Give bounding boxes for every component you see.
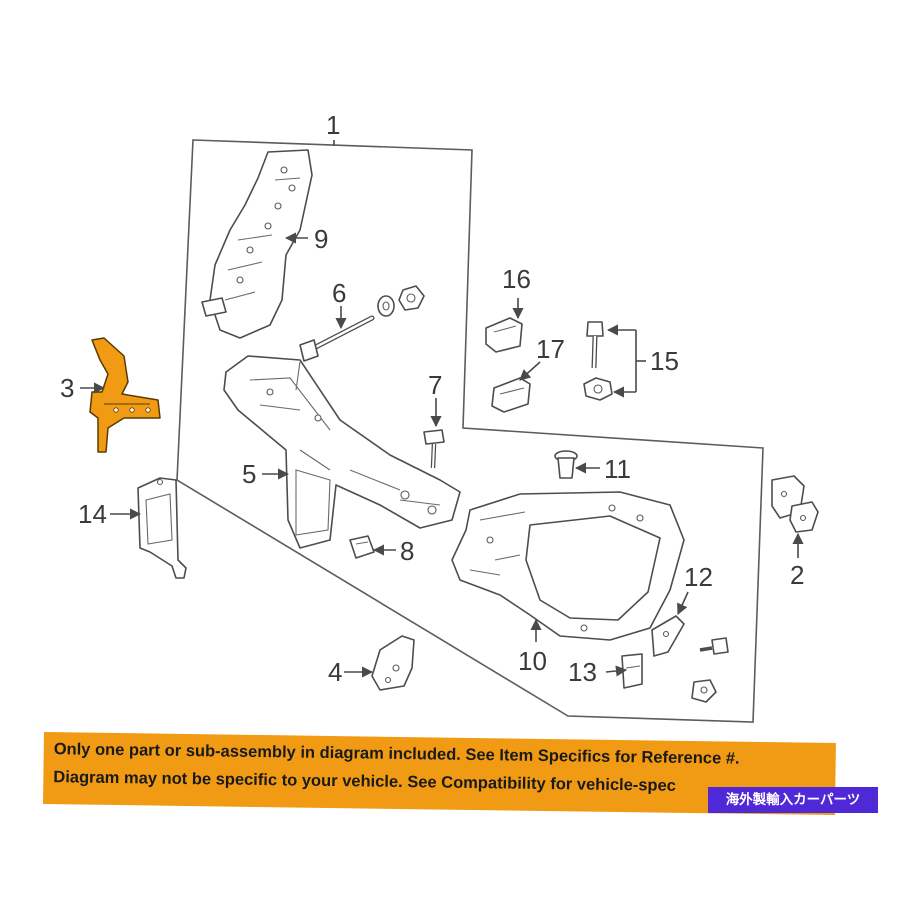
part-17-clip	[491, 377, 531, 413]
part-3-highlighted-bracket	[89, 337, 161, 453]
assembly-frame	[176, 139, 764, 723]
callout-11: 11	[604, 454, 631, 484]
callout-4: 4	[328, 657, 343, 687]
part-9-tower-bracket	[201, 149, 313, 339]
part-6-bolt-set	[299, 285, 425, 362]
part-12-bracket	[651, 615, 685, 657]
part-7-bolt	[423, 429, 445, 469]
callout-8: 8	[400, 536, 415, 566]
disclaimer-line-1: Only one part or sub-assembly in diagram…	[53, 740, 740, 768]
part-4-bracket	[371, 635, 415, 691]
part-14-module-bracket	[137, 477, 187, 579]
part-16-clip	[485, 317, 523, 353]
part-10-lower-bracket	[451, 491, 685, 641]
fastener-bolts	[691, 637, 729, 703]
part-5-upper-tie-bar	[223, 355, 461, 549]
callout-5: 5	[242, 459, 257, 489]
callout-2: 2	[790, 560, 805, 590]
callout-16: 16	[502, 264, 531, 294]
callout-7: 7	[428, 370, 443, 400]
callout-12: 12	[684, 562, 713, 592]
callout-17: 17	[536, 334, 565, 364]
part-2-hinge-brackets	[771, 475, 819, 533]
callout-9: 9	[314, 224, 329, 254]
part-15-bolt-nut	[583, 321, 613, 401]
callout-15: 15	[650, 346, 679, 376]
part-8-clip-nut	[349, 535, 375, 559]
callout-14: 14	[78, 499, 107, 529]
callout-13: 13	[568, 657, 597, 687]
part-13-small-bracket	[621, 653, 643, 689]
callout-6: 6	[332, 278, 347, 308]
callout-3: 3	[60, 373, 75, 403]
shop-badge: 海外製輸入カーパーツ	[708, 787, 878, 813]
part-11-push-pin	[554, 450, 578, 479]
callout-1: 1	[326, 110, 341, 140]
callout-10: 10	[518, 646, 547, 676]
disclaimer-line-2: Diagram may not be specific to your vehi…	[53, 768, 677, 795]
leader-lines	[80, 232, 804, 678]
